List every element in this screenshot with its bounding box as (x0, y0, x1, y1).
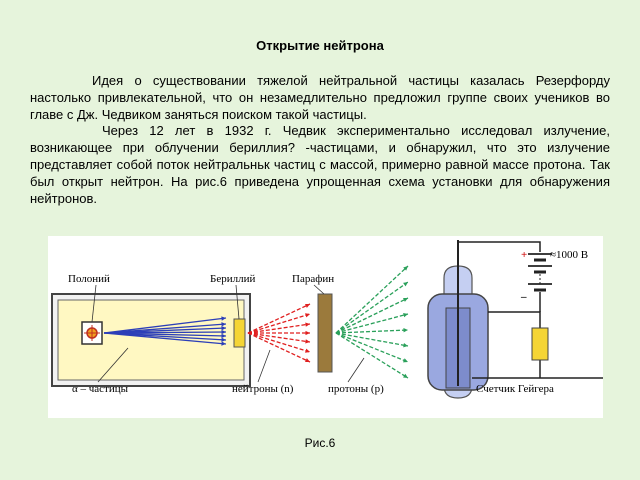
proton-ray-head (403, 343, 408, 348)
alpha-ray-head (221, 341, 226, 346)
alpha-ray (103, 317, 227, 334)
alpha-rays (103, 316, 227, 346)
alpha-ray (103, 323, 227, 334)
proton-ray (335, 265, 409, 334)
alpha-ray (103, 332, 227, 345)
alpha-ray (103, 331, 227, 334)
beryllium-target (233, 318, 246, 348)
proton-ray-head (403, 328, 408, 333)
alpha-ray-head (221, 326, 226, 331)
label-beryllium: Бериллий (210, 273, 255, 285)
alpha-ray-head (221, 333, 226, 339)
alpha-ray-head (221, 337, 226, 342)
neutron-ray-head (305, 322, 310, 327)
label-protons: протоны (p) (328, 383, 384, 395)
proton-rays (335, 265, 409, 379)
neutron-ray-head (305, 348, 310, 353)
neutron-ray (247, 332, 311, 343)
neutron-ray (247, 332, 311, 363)
neutron-ray (247, 303, 311, 334)
proton-ray (335, 297, 409, 334)
resistor (531, 327, 549, 361)
label-counter: Счетчик Гейгера (476, 383, 554, 395)
label-paraffin: Парафин (292, 273, 334, 285)
proton-ray (335, 332, 409, 347)
alpha-ray (103, 327, 227, 334)
neutron-ray (247, 323, 311, 334)
neutron-ray (247, 313, 311, 334)
figure-caption: Рис.6 (304, 436, 336, 450)
paragraph-2: Через 12 лет в 1932 г. Чедвик эксперимен… (30, 123, 610, 206)
neutron-ray (247, 332, 311, 353)
polonium-source (81, 321, 103, 345)
proton-ray (335, 329, 409, 334)
proton-ray-head (403, 313, 408, 318)
neutron-rays (247, 303, 311, 363)
neutron-ray-head (305, 330, 310, 336)
proton-ray (335, 313, 409, 334)
label-polonium: Полоний (68, 273, 110, 285)
proton-ray-head (403, 282, 408, 287)
proton-ray-head (403, 373, 408, 378)
proton-ray (335, 332, 409, 363)
label-voltage: ≈1000 В (550, 249, 588, 261)
neutron-ray-head (305, 313, 310, 318)
proton-ray (335, 332, 409, 379)
proton-ray-head (403, 358, 408, 363)
alpha-ray-head (221, 316, 226, 321)
label-minus: – (520, 291, 527, 303)
paraffin-block (317, 293, 333, 373)
neutron-ray-head (305, 339, 310, 344)
proton-ray-head (403, 298, 408, 302)
alpha-ray (103, 332, 227, 341)
page-title: Открытие нейтрона (256, 38, 384, 53)
neutron-ray-head (305, 358, 310, 363)
alpha-ray (103, 332, 227, 337)
label-alpha: α – частицы (72, 383, 129, 395)
neutron-ray-head (305, 303, 310, 308)
label-neutrons: нейтроны (n) (232, 383, 294, 395)
paragraph-1: Идея о существовании тяжелой нейтральной… (30, 73, 610, 122)
battery-icon (528, 253, 552, 312)
proton-ray (335, 281, 409, 334)
experiment-diagram: Полоний Бериллий Парафин α – частицы ней… (48, 236, 603, 418)
alpha-ray-head (221, 322, 226, 327)
label-plus: + (521, 249, 527, 261)
alpha-ray-head (221, 329, 226, 335)
proton-ray-head (403, 266, 408, 271)
geiger-counter (427, 240, 489, 399)
